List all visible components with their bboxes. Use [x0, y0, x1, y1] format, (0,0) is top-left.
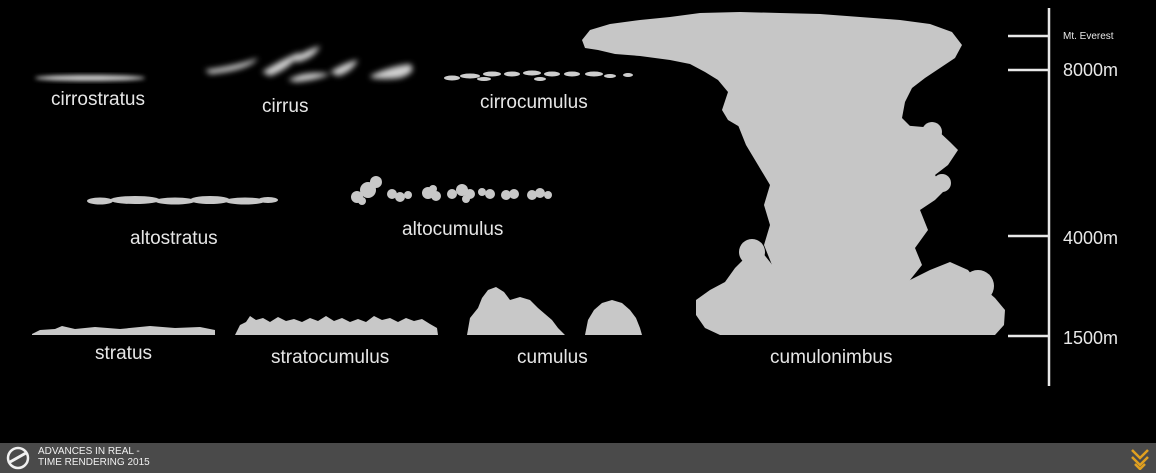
label-cirrus: cirrus	[262, 96, 308, 118]
label-altocumulus: altocumulus	[402, 219, 503, 241]
label-8000m: 8000m	[1063, 60, 1118, 81]
cirrus-cloud	[205, 46, 412, 82]
label-mt-everest: Mt. Everest	[1063, 31, 1114, 42]
label-cumulus: cumulus	[517, 347, 588, 369]
footer-line-1: ADVANCES IN REAL -	[38, 446, 150, 457]
chevron-logo-icon	[1130, 446, 1150, 470]
conference-logo-icon	[6, 446, 30, 470]
footer-bar: ADVANCES IN REAL - TIME RENDERING 2015	[0, 443, 1156, 473]
footer-text: ADVANCES IN REAL - TIME RENDERING 2015	[38, 446, 150, 468]
label-1500m: 1500m	[1063, 328, 1118, 349]
label-cumulonimbus: cumulonimbus	[770, 347, 893, 369]
label-cirrocumulus: cirrocumulus	[480, 92, 588, 114]
label-stratocumulus: stratocumulus	[271, 347, 389, 369]
label-cirrostratus: cirrostratus	[51, 89, 145, 111]
cloud-types-diagram: cirrostratus cirrus cirrocumulus altostr…	[0, 0, 1156, 443]
cumulus-cloud	[467, 287, 642, 335]
altostratus-cloud	[87, 196, 278, 205]
stratocumulus-cloud	[235, 316, 438, 335]
cumulonimbus-cloud	[582, 12, 1005, 335]
label-stratus: stratus	[95, 343, 152, 365]
cloud-illustrations	[0, 0, 1156, 443]
altocumulus-cloud	[351, 176, 552, 205]
label-4000m: 4000m	[1063, 228, 1118, 249]
altitude-axis	[1008, 8, 1049, 386]
cirrostratus-cloud	[35, 75, 145, 81]
footer-line-2: TIME RENDERING 2015	[38, 457, 150, 468]
label-altostratus: altostratus	[130, 228, 218, 250]
cirrocumulus-cloud	[444, 71, 633, 82]
stratus-cloud	[32, 326, 215, 335]
